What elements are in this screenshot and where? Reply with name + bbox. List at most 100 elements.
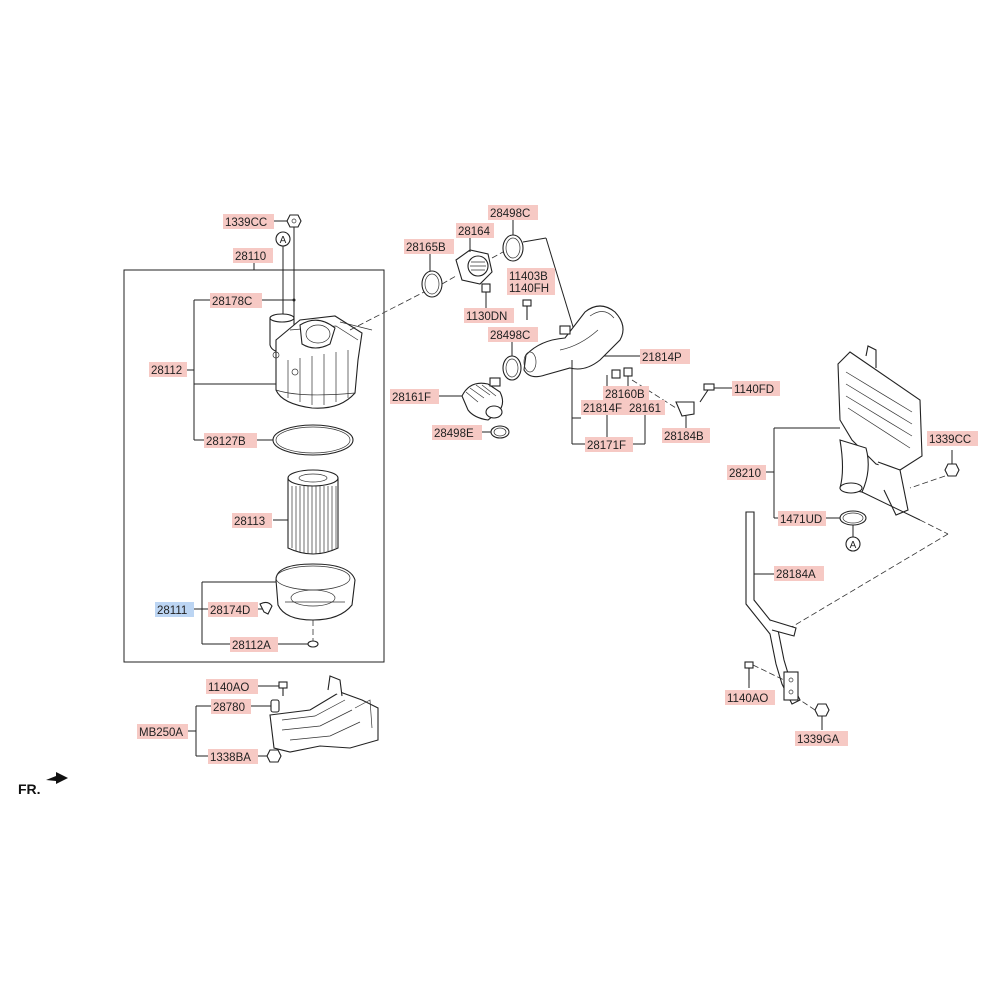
gasket-28165B[interactable] [421,270,443,298]
duct-28171F[interactable] [523,305,633,379]
label-1338BA[interactable]: 1338BA [208,749,258,764]
svg-text:FR.: FR. [18,781,41,797]
label-1471UD[interactable]: 1471UD [778,511,826,526]
label-1140AO-left[interactable]: 1140AO [206,679,258,694]
svg-text:1140AO: 1140AO [208,682,249,694]
clamp-1471UD[interactable] [839,510,867,526]
resonator-28210[interactable] [837,345,923,516]
air-cleaner-upper-housing[interactable] [269,313,373,409]
svg-text:28780: 28780 [213,702,245,714]
label-28161[interactable]: 28161 [627,400,665,415]
svg-text:28498E: 28498E [434,428,474,440]
air-cleaner-lower-housing[interactable] [275,563,356,621]
label-28498C-mid[interactable]: 28498C [488,327,538,342]
svg-text:MB250A: MB250A [139,727,183,739]
label-28113[interactable]: 28113 [232,513,272,528]
label-1140FH[interactable]: 1140FH [507,280,555,295]
svg-text:28498C: 28498C [490,208,530,220]
label-28210[interactable]: 28210 [727,465,766,480]
label-28110[interactable]: 28110 [233,248,273,263]
svg-text:A: A [850,540,857,551]
svg-text:28160B: 28160B [605,389,645,401]
svg-text:1130DN: 1130DN [466,311,507,323]
svg-text:21814P: 21814P [642,352,682,364]
label-1140FD[interactable]: 1140FD [732,381,780,396]
svg-text:1339GA: 1339GA [797,734,840,746]
bolt-1140FD[interactable] [699,383,715,403]
label-21814P[interactable]: 21814P [640,349,690,364]
drain-28112A[interactable] [307,640,319,648]
clamp-28498C-top[interactable] [502,234,524,262]
bracket-MB250A[interactable] [269,675,379,753]
label-28161F[interactable]: 28161F [390,389,439,404]
nut-1339GA[interactable] [814,703,830,717]
label-1130DN[interactable]: 1130DN [464,308,514,323]
clamp-28498C-mid[interactable] [502,355,522,381]
svg-text:28171F: 28171F [587,440,626,452]
label-1140AO-right[interactable]: 1140AO [725,690,775,705]
label-28498E[interactable]: 28498E [432,425,482,440]
svg-text:28210: 28210 [729,468,761,480]
label-28498C-top[interactable]: 28498C [488,205,538,220]
svg-text:28161F: 28161F [392,392,431,404]
label-28780[interactable]: 28780 [211,699,251,714]
svg-text:28127B: 28127B [206,436,246,448]
bracket-28184B[interactable] [675,401,695,417]
svg-text:1140FD: 1140FD [734,384,774,396]
ref-mark-a-right: A [845,536,861,552]
filter-element-28113[interactable] [287,469,339,555]
svg-text:28161: 28161 [629,403,661,415]
svg-text:28164: 28164 [458,226,491,238]
label-MB250A[interactable]: MB250A [137,724,188,739]
bolt-1140FH[interactable] [522,299,532,320]
grommet-28780[interactable] [270,699,280,713]
svg-text:28184A: 28184A [776,569,816,581]
label-21814F[interactable]: 21814F [581,400,627,415]
svg-text:28174D: 28174D [210,605,250,617]
svg-text:1471UD: 1471UD [780,514,822,526]
svg-text:28498C: 28498C [490,330,530,342]
bolt-1140AO-right[interactable] [744,661,754,680]
label-28112[interactable]: 28112 [149,362,187,377]
svg-text:28178C: 28178C [212,296,252,308]
clamp-28498E[interactable] [490,425,510,439]
sensor-housing-28164[interactable] [455,249,493,285]
ref-mark-a-top: A [275,231,291,247]
label-1339CC-top[interactable]: 1339CC [223,214,274,229]
support-rod-28184A[interactable] [745,511,801,705]
label-28174D[interactable]: 28174D [208,602,258,617]
svg-text:28113: 28113 [234,516,265,528]
label-28127B[interactable]: 28127B [204,433,257,448]
label-1339CC-right[interactable]: 1339CC [927,431,978,446]
nut-1338BA[interactable] [266,749,282,763]
svg-text:28112A: 28112A [232,640,271,652]
label-28165B[interactable]: 28165B [404,239,454,254]
label-28171F[interactable]: 28171F [585,437,633,452]
label-28184A[interactable]: 28184A [774,566,824,581]
label-1339GA[interactable]: 1339GA [795,731,848,746]
nut-1339CC-top[interactable] [286,214,302,228]
nut-1339CC-right[interactable] [944,463,960,477]
label-28111[interactable]: 28111 [155,602,194,617]
label-28184B[interactable]: 28184B [662,428,710,443]
svg-text:1338BA: 1338BA [210,752,251,764]
clip-28174D[interactable] [259,601,273,615]
svg-text:21814F: 21814F [583,403,622,415]
front-direction-indicator: FR. [18,772,68,797]
svg-text:1339CC: 1339CC [929,434,971,446]
label-28164[interactable]: 28164 [456,223,494,238]
label-28160B[interactable]: 28160B [603,386,649,401]
hose-28161F[interactable] [461,377,504,421]
label-28112A[interactable]: 28112A [230,637,278,652]
svg-text:1140FH: 1140FH [509,283,549,295]
label-28178C[interactable]: 28178C [210,293,262,308]
svg-text:1339CC: 1339CC [225,217,267,229]
fitting-1130DN[interactable] [481,283,491,293]
part-number-labels: 1339CC 28110 28178C 28112 28127B 28113 2… [137,205,978,764]
gasket-28127B[interactable] [272,424,354,456]
bolt-1140AO-left[interactable] [278,681,288,696]
svg-text:28111: 28111 [157,605,187,617]
svg-text:28165B: 28165B [406,242,446,254]
